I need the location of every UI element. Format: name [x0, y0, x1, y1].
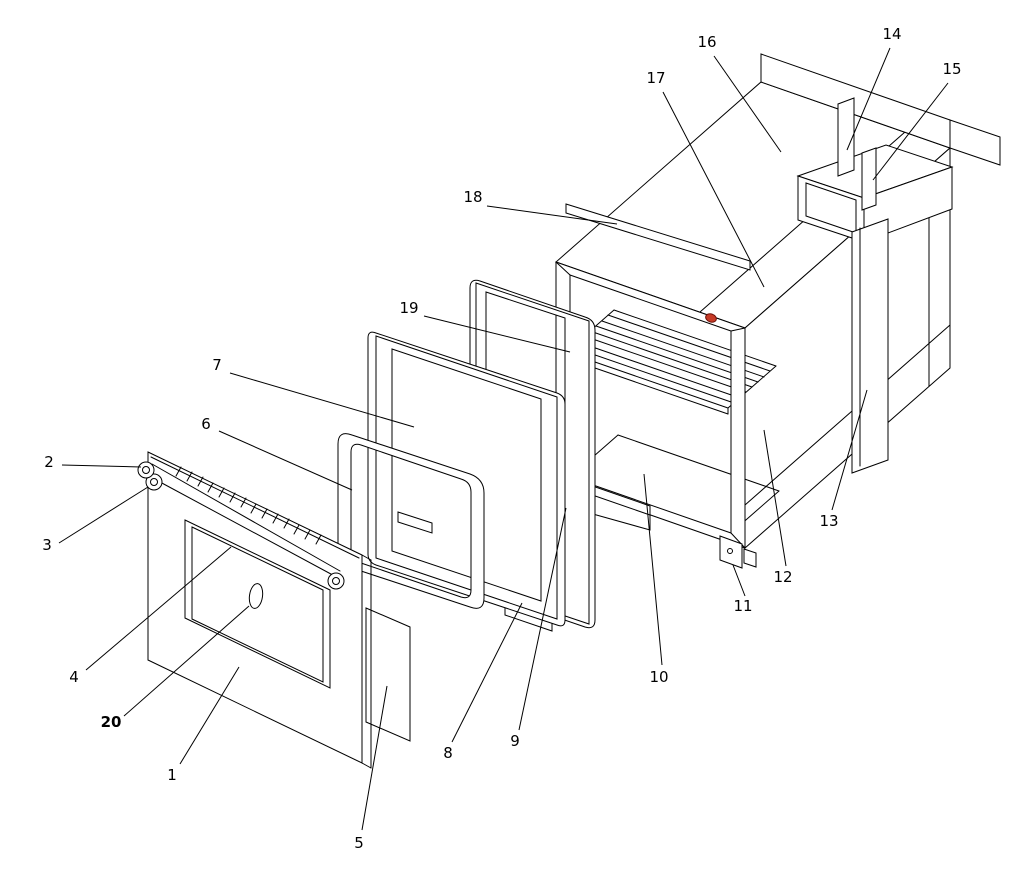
leader-11: [732, 564, 746, 597]
door-glass-sheet: [365, 607, 411, 742]
leader-14: [846, 47, 891, 151]
oven-body: [542, 53, 1001, 569]
oven-side-seam-2: [744, 324, 951, 506]
leader-9: [518, 507, 567, 731]
bracket-bar-15: [861, 147, 877, 211]
door-vent-slots: [175, 466, 322, 545]
leader-19: [423, 315, 571, 353]
part-label-9: 9: [510, 732, 520, 750]
leader-5: [361, 685, 388, 831]
window-oval-mark: [248, 583, 264, 609]
part-label-13: 13: [819, 512, 838, 530]
part-label-20: 20: [101, 713, 122, 731]
leader-20: [123, 605, 250, 717]
leader-4: [85, 546, 232, 671]
part-label-17: 17: [646, 69, 665, 87]
top-rail: [565, 203, 751, 271]
hinge-parts: [719, 535, 757, 569]
leader-10: [643, 473, 663, 666]
leader-6: [218, 430, 353, 491]
leader-1: [179, 666, 240, 765]
part-label-12: 12: [773, 568, 792, 586]
door-gasket: [337, 433, 485, 609]
rear-flange: [949, 119, 1001, 166]
leader-17: [662, 91, 765, 288]
part-label-16: 16: [697, 33, 716, 51]
part-label-19: 19: [399, 299, 418, 317]
part-label-14: 14: [882, 25, 901, 43]
part-label-11: 11: [733, 597, 752, 615]
leader-3: [58, 486, 149, 544]
part-label-10: 10: [649, 668, 668, 686]
leader-12: [763, 429, 787, 567]
door-face: [147, 451, 363, 764]
gasket-tab: [397, 511, 433, 534]
part-label-4: 4: [69, 668, 79, 686]
door-window-inner-border: [191, 526, 324, 683]
leader-lines: [58, 47, 949, 831]
bracket-plate-14: [837, 97, 855, 177]
leader-13: [831, 389, 868, 511]
door-handle: [137, 461, 345, 590]
leader-2: [61, 464, 142, 468]
leader-7: [229, 372, 415, 428]
part-label-7: 7: [212, 356, 222, 374]
part-label-1: 1: [167, 766, 177, 784]
handle-standoff-knob: [145, 473, 163, 491]
door-top-edge-line: [150, 456, 360, 559]
part-label-2: 2: [44, 453, 54, 471]
part-label-18: 18: [463, 188, 482, 206]
inner-glass-pane: [391, 348, 542, 602]
part-label-3: 3: [42, 536, 52, 554]
leader-16: [713, 55, 782, 153]
part-label-6: 6: [201, 415, 211, 433]
side-bracket: [851, 218, 889, 474]
leader-18: [486, 205, 618, 225]
door-front-panel: [137, 451, 372, 769]
leader-8: [451, 602, 523, 743]
part-label-8: 8: [443, 744, 453, 762]
part-label-5: 5: [354, 834, 364, 852]
part-label-15: 15: [942, 60, 961, 78]
part-labels: 1 2 3 4 5 6 7 8 9 10 11 12 13 14 15 16 1…: [42, 25, 961, 852]
handle-end-cap: [137, 461, 155, 479]
inner-glass-frame-line: [375, 335, 558, 620]
leader-15: [872, 82, 949, 181]
handle-right-knob: [327, 572, 345, 590]
indicator-light: [705, 313, 717, 323]
